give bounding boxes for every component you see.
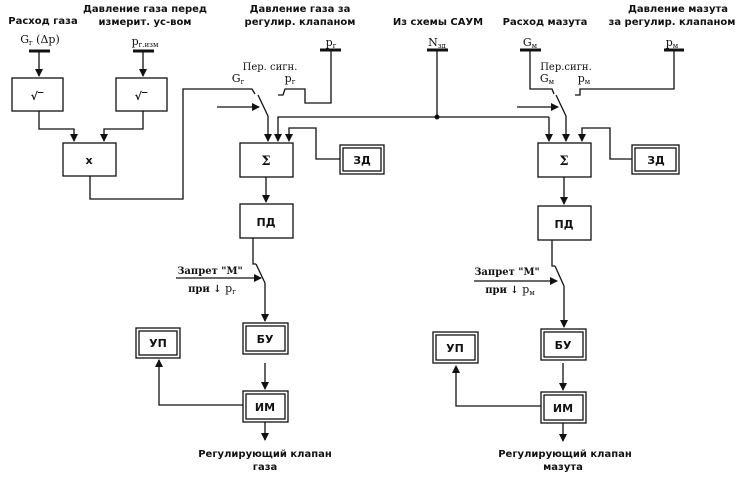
wire — [38, 111, 78, 142]
wire — [155, 359, 243, 406]
gas-actuator-inner — [245, 393, 286, 420]
sqrt-block-1 — [11, 77, 64, 112]
gas-controller-block — [239, 203, 294, 239]
wire — [578, 127, 632, 160]
oil-ban-switch[interactable] — [554, 265, 565, 287]
saum-title: Из схемы САУМ — [393, 17, 483, 28]
gas-valve-label-1: Регулирующий клапан — [198, 449, 332, 460]
wire — [252, 238, 256, 265]
fuel-oil-pressure-title-1: Давление мазута — [628, 4, 728, 15]
gas-switch-sig1: Gг — [232, 72, 245, 86]
gas-pressure-after-title-2: регулир. клапаном — [245, 17, 356, 28]
oil-summator-label: Σ — [559, 154, 568, 169]
gas-position-indicator-inner — [138, 330, 178, 356]
oil-switch-sig1: Gм — [540, 72, 555, 86]
gas-setpoint-inner — [342, 147, 382, 172]
wire-gas-pressure-after — [278, 50, 332, 104]
oil-controller-block — [537, 205, 592, 241]
gas-summator-label: Σ — [261, 154, 270, 169]
wire — [285, 127, 340, 160]
oil-position-indicator-inner — [435, 334, 476, 361]
gas-signal-switch[interactable] — [257, 94, 269, 117]
oil-actuator-inner — [543, 394, 584, 421]
gas-ban-switch[interactable] — [255, 263, 266, 284]
gas-switch-sig2: pг — [285, 72, 296, 86]
multiplier-block — [62, 142, 117, 177]
gas-ban-label-1: Запрет "М" — [177, 266, 243, 277]
gas-actuator-label: ИМ — [255, 401, 275, 414]
wire — [452, 365, 541, 407]
oil-ban-label-2: при ↓ pм — [485, 283, 535, 297]
gas-setpoint-label: ЗД — [353, 154, 371, 167]
gas-valve-label-2: газа — [253, 462, 278, 473]
saum-signal: Nзд — [428, 36, 446, 50]
oil-ban-label-1: Запрет "М" — [474, 267, 540, 278]
gas-position-indicator-label: УП — [149, 337, 167, 350]
oil-control-unit-inner — [543, 331, 584, 358]
oil-setpoint-label: ЗД — [647, 154, 665, 167]
gas-control-unit-inner — [245, 325, 286, 352]
wire — [551, 240, 555, 267]
gas-pressure-before-title-2: измерит. ус-вом — [99, 17, 192, 28]
oil-control-unit-label: БУ — [555, 339, 572, 352]
wire-gas-flow-calc — [89, 88, 256, 200]
oil-switch-label: Пер.сигн. — [540, 62, 592, 73]
gas-pressure-before-title-1: Давление газа перед — [83, 4, 207, 15]
fuel-oil-pressure-signal: pм — [666, 36, 679, 50]
wire — [100, 111, 144, 142]
gas-ban-label-2: при ↓ pг — [188, 282, 236, 296]
wire-fuel-oil-pressure — [575, 50, 675, 96]
gas-summator-block — [239, 142, 294, 178]
fuel-oil-flow-title: Расход мазута — [503, 17, 588, 28]
oil-switch-sig2: pм — [578, 72, 591, 86]
gas-flow-title: Расход газа — [8, 16, 77, 27]
multiplier-label: x — [85, 154, 92, 167]
wire-saum-bus — [274, 116, 549, 142]
oil-setpoint-inner — [634, 147, 677, 172]
gas-pressure-before-signal: pг.изм — [132, 35, 159, 49]
sqrt-block-2 — [115, 77, 168, 112]
gas-pressure-after-title-1: Давление газа за — [250, 4, 351, 15]
fuel-oil-pressure-title-2: за регулир. клапаном — [609, 17, 736, 28]
gas-switch-label: Пер. сигн. — [243, 62, 298, 73]
oil-signal-switch[interactable] — [555, 94, 567, 117]
oil-valve-label-2: мазута — [543, 462, 583, 473]
wire-fuel-oil-flow — [529, 50, 555, 95]
fuel-oil-flow-signal: Gм — [523, 36, 538, 50]
oil-valve-label-1: Регулирующий клапан — [498, 449, 632, 460]
gas-flow-signal: Gг (Δp) — [20, 33, 60, 47]
oil-summator-block — [537, 142, 592, 178]
oil-actuator-label: ИМ — [553, 402, 573, 415]
gas-controller-label: ПД — [256, 216, 275, 229]
gas-pressure-after-signal: pг — [326, 36, 337, 50]
sqrt-icon-2: √‾ — [135, 90, 148, 103]
gas-control-unit-label: БУ — [257, 333, 274, 346]
oil-controller-label: ПД — [554, 218, 573, 231]
oil-position-indicator-label: УП — [446, 342, 464, 355]
sqrt-icon-1: √‾ — [31, 90, 44, 103]
